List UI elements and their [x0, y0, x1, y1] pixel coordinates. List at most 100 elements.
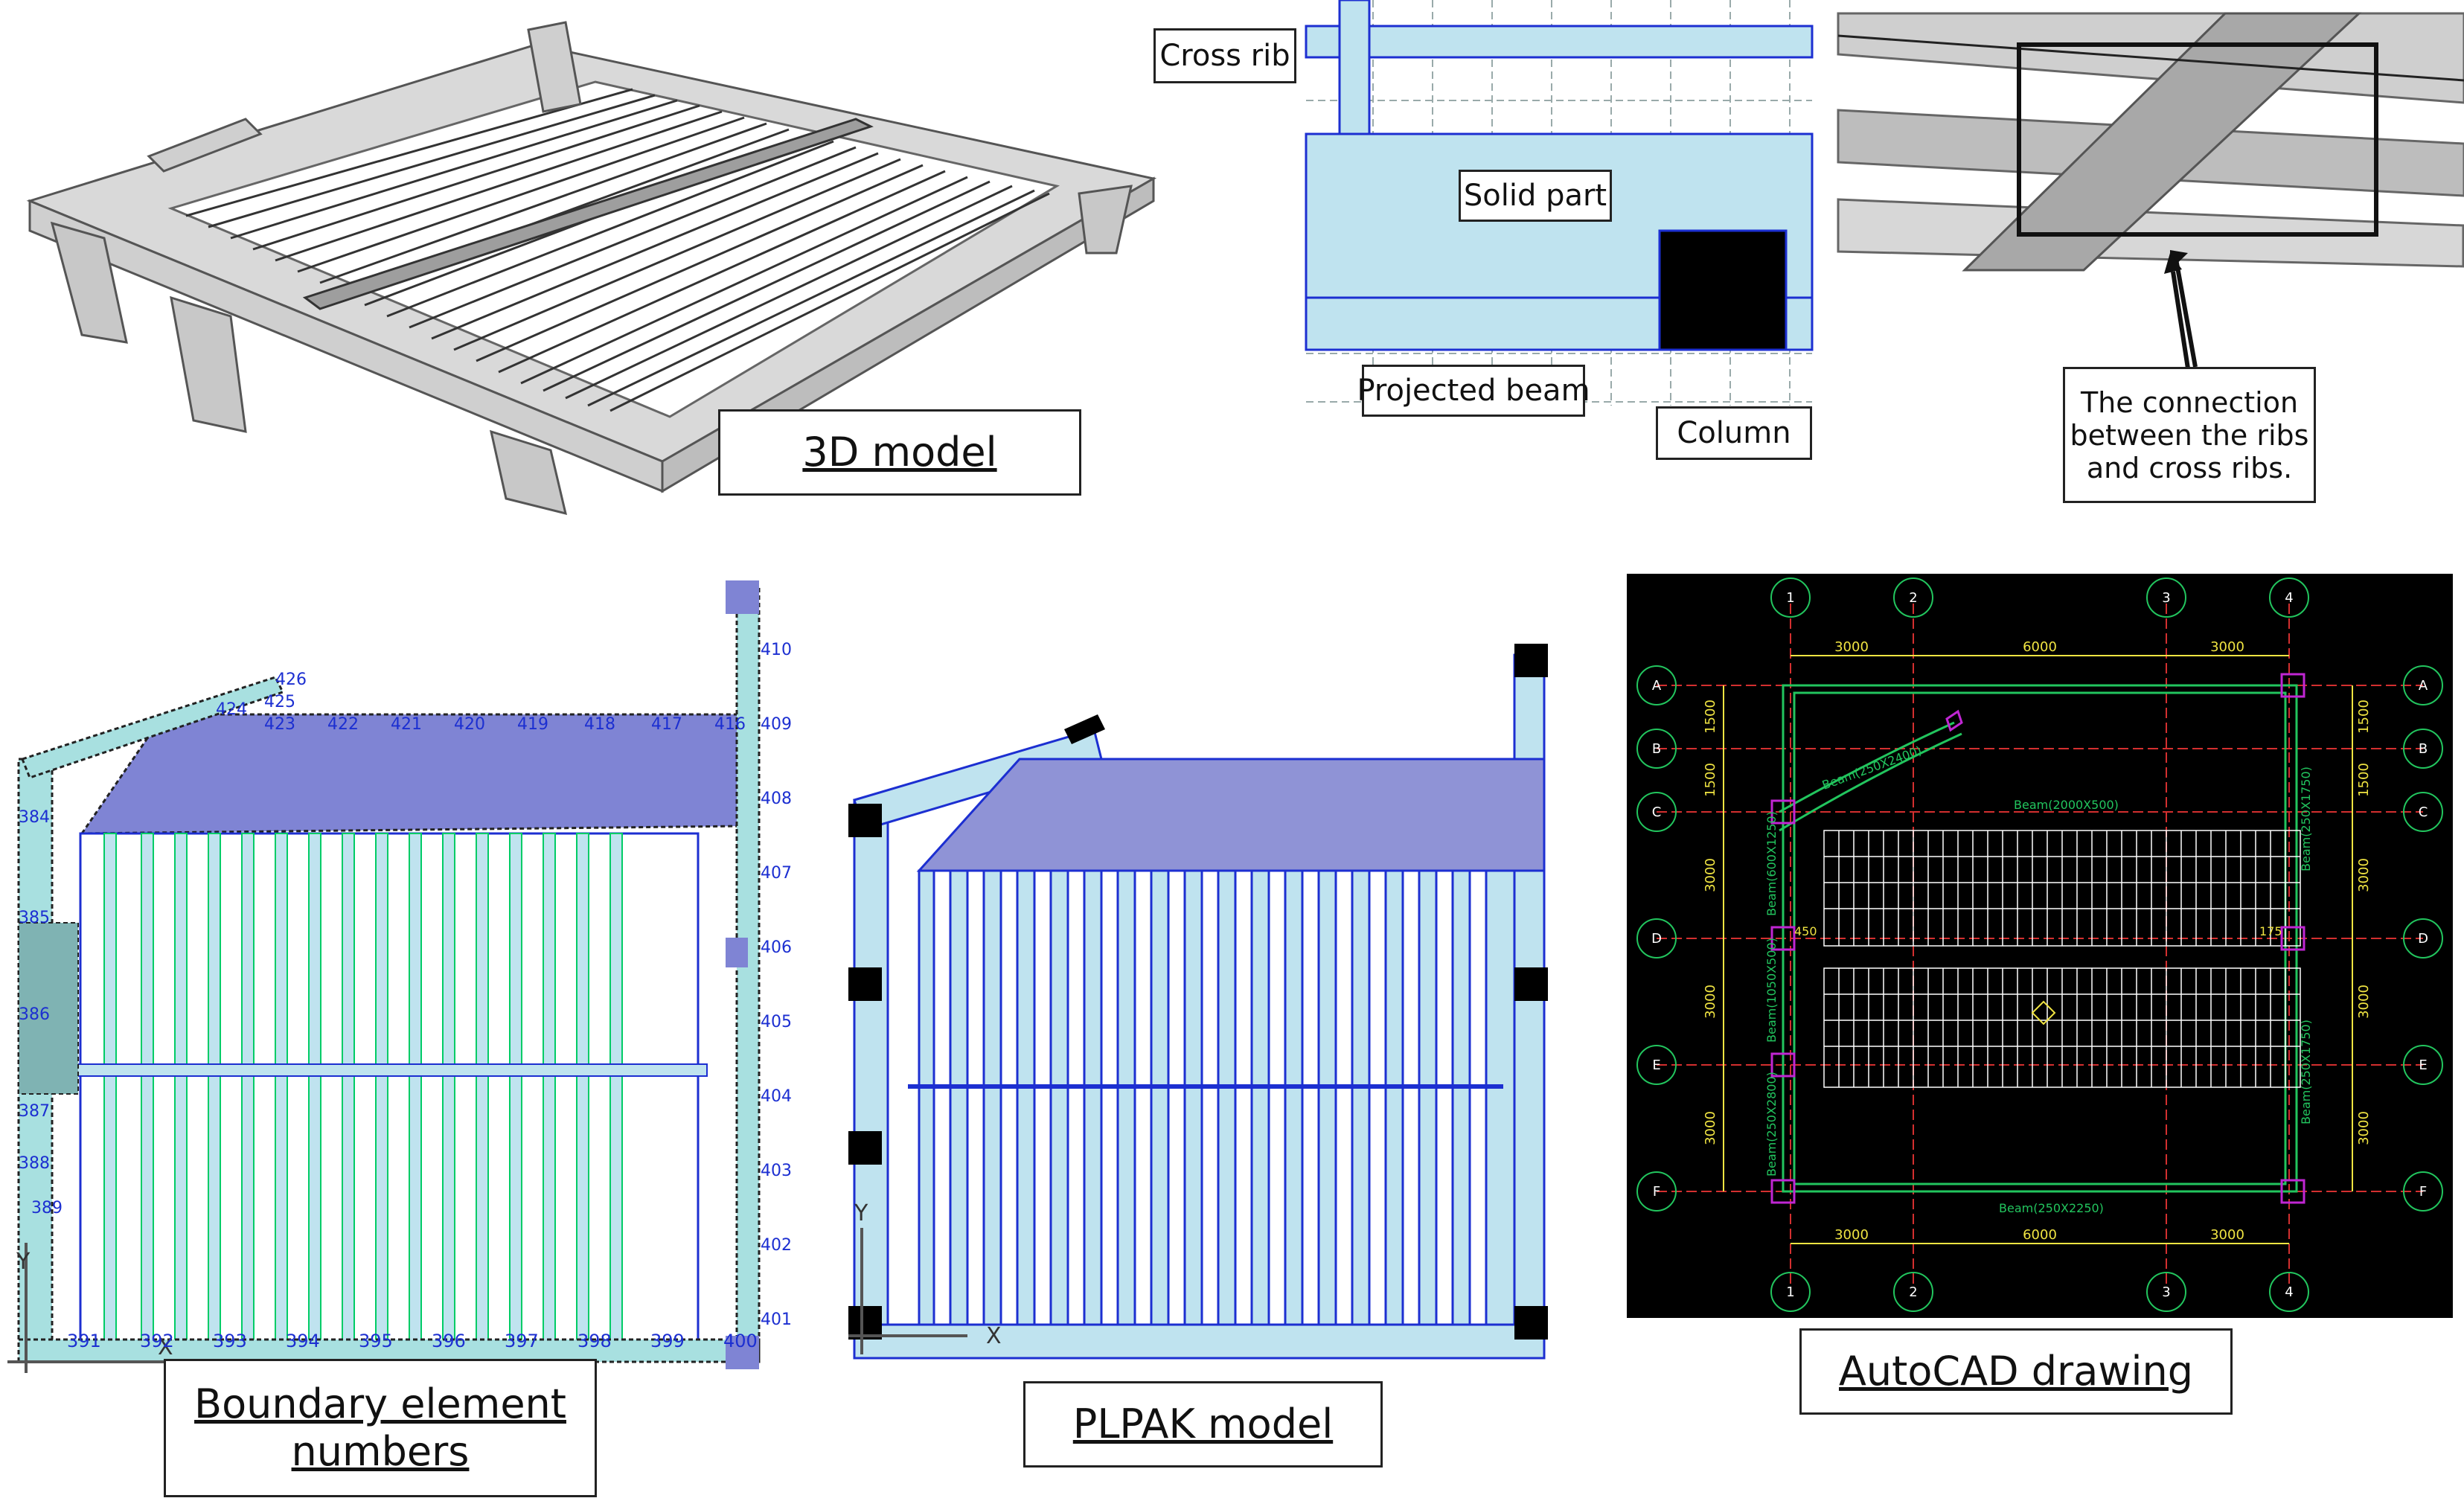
- dimension-label: 3000: [1703, 985, 1718, 1019]
- boundary-number: 416: [714, 715, 746, 734]
- column-3d-4: [1078, 185, 1133, 255]
- dimension-lines: [1723, 655, 2353, 1244]
- curved-wall: [21, 676, 285, 779]
- boundary-number: 422: [327, 715, 359, 734]
- connection-arrow: [2164, 253, 2190, 369]
- boundary-number: 384: [19, 808, 50, 827]
- grid-label: A: [1652, 678, 1662, 694]
- boundary-number: 401: [761, 1310, 792, 1329]
- tag-solid-part: Solid part: [1459, 170, 1612, 222]
- rib-region: [79, 832, 700, 1348]
- boundary-axis-y: Y: [16, 1249, 31, 1275]
- caption-boundary: Boundary element numbers: [164, 1359, 597, 1497]
- boundary-number: 425: [264, 693, 295, 711]
- right-wall: [735, 586, 761, 1363]
- plpak-ribs: [932, 869, 1488, 1326]
- autocad-drawing-view: 1 2 3 4 1 2 3 4 A B C D E F A B C D E F …: [1627, 574, 2453, 1318]
- dimension-label: 3000: [2356, 985, 2372, 1019]
- boundary-number: 418: [584, 715, 615, 734]
- boundary-number: 392: [140, 1331, 174, 1351]
- boundary-number: 424: [216, 700, 247, 719]
- boundary-number: 393: [213, 1331, 247, 1351]
- plpak-column-curve-end: [1064, 714, 1105, 744]
- connection-note-line1: The connection: [2080, 385, 2299, 419]
- plpak-column-r-mid: [1514, 967, 1548, 1001]
- grid-label: B: [1652, 741, 1661, 757]
- boundary-number: 404: [761, 1087, 792, 1106]
- boundary-number: 394: [286, 1331, 320, 1351]
- boundary-number: 405: [761, 1013, 792, 1031]
- connection-note-line2: between the ribs: [2070, 418, 2309, 452]
- caption-autocad: AutoCAD drawing: [1799, 1328, 2233, 1415]
- boundary-number: 399: [650, 1331, 685, 1351]
- plpak-column-l3: [848, 1131, 882, 1165]
- mid-column-r: [726, 938, 748, 967]
- plpak-column-l1: [848, 804, 882, 837]
- autocad-columns: [1770, 673, 2305, 1204]
- offset-label: 450: [1794, 924, 1817, 938]
- boundary-number: 397: [505, 1331, 539, 1351]
- boundary-number: 403: [761, 1162, 792, 1180]
- right-boundary-numbers: 401 402 403 404 405 406 407 408 409 410: [761, 641, 792, 1329]
- boundary-number: 385: [19, 909, 50, 927]
- beam-label: Beam(1050X500): [1764, 938, 1779, 1043]
- corner-column-tr: [726, 580, 759, 614]
- plpak-axis-y: Y: [854, 1200, 868, 1226]
- grid-label: E: [2419, 1057, 2427, 1073]
- grid-labels: 1 2 3 4 1 2 3 4 A B C D E F A B C D E F: [1651, 590, 2428, 1300]
- cross-rib-band: [1305, 25, 1814, 59]
- beam-label: Beam(250X2250): [1999, 1201, 2104, 1215]
- grid-label: 2: [1909, 1284, 1917, 1300]
- dimension-label: 1500: [2356, 763, 2372, 797]
- column-3d-2: [170, 295, 247, 433]
- boundary-number: 386: [19, 1005, 50, 1024]
- top-boundary-numbers: 416 417 418 419 420 421 422 423 424 425 …: [216, 671, 746, 734]
- slab-edge-left: [28, 199, 664, 493]
- boundary-number: 409: [761, 715, 792, 734]
- caption-3d-model: 3D model: [718, 409, 1081, 496]
- grid-label: 4: [2285, 590, 2293, 606]
- plpak-column-br: [1514, 1306, 1548, 1340]
- grid-label: 3: [2162, 590, 2170, 606]
- boundary-number: 387: [19, 1102, 50, 1121]
- caption-boundary-line2: numbers: [291, 1428, 470, 1475]
- boundary-number: 419: [517, 715, 548, 734]
- grid-bubbles: [1636, 577, 2443, 1312]
- connection-highlight-box: [2017, 42, 2378, 237]
- tag-projected-beam: Projected beam: [1357, 365, 1590, 417]
- slab-marker: [2031, 1000, 2056, 1025]
- boundary-axis-x: X: [158, 1334, 173, 1360]
- beam-label: Beam(250X1750): [2299, 1020, 2313, 1124]
- dimension-label: 3000: [1834, 1227, 1869, 1243]
- left-boundary-numbers: 384 385 386 387 388 389: [19, 808, 63, 1217]
- dimension-labels: 3000 6000 3000 3000 6000 3000: [1834, 639, 2244, 1243]
- beam-label: Beam(2000X500): [2014, 798, 2119, 812]
- boundary-number: 388: [19, 1154, 50, 1173]
- grid-label: 1: [1786, 1284, 1794, 1300]
- plpak-axis-x: X: [986, 1323, 1002, 1349]
- boundary-number: 420: [454, 715, 485, 734]
- left-column-block: [18, 922, 79, 1095]
- dimension-label: 6000: [2023, 639, 2057, 655]
- boundary-number: 402: [761, 1236, 792, 1255]
- boundary-number: 406: [761, 938, 792, 957]
- boundary-number: 423: [264, 715, 295, 734]
- column-3d-1: [50, 221, 128, 344]
- plpak-boundary-bottom: [853, 1323, 1546, 1360]
- beam-label: Beam(250X1750): [2299, 766, 2313, 871]
- boundary-number: 407: [761, 864, 792, 883]
- dimension-label: 6000: [2023, 1227, 2057, 1243]
- plpak-boundary-left: [853, 798, 889, 1360]
- boundary-number: 408: [761, 790, 792, 808]
- dimension-label: 1500: [1703, 763, 1718, 797]
- caption-plpak: PLPAK model: [1023, 1381, 1383, 1468]
- grid-label: C: [2419, 804, 2428, 820]
- grid-label: E: [1652, 1057, 1660, 1073]
- dimension-label: 3000: [2356, 858, 2372, 892]
- boundary-number: 395: [359, 1331, 393, 1351]
- dimension-label: 3000: [2210, 639, 2244, 655]
- beam-label: Beam(250X2800): [1764, 1072, 1779, 1177]
- grid-label: D: [2418, 931, 2428, 947]
- cross-rib-3d: [302, 118, 874, 310]
- bottom-boundary-numbers: 391 392 393 394 395 396 397 398 399 400: [67, 1331, 758, 1351]
